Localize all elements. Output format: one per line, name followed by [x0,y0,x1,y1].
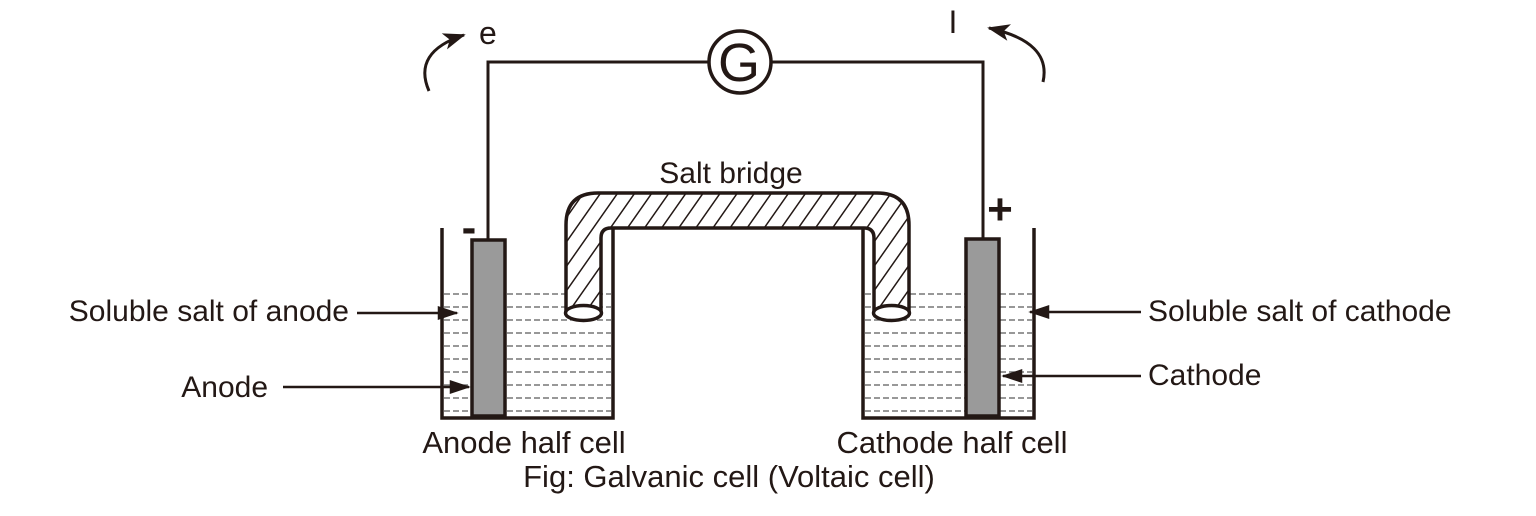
anode-label: Anode [181,371,268,404]
current-flow-arrow-icon [987,24,1046,83]
cathode-electrode [964,237,1001,418]
cathode-beaker [861,228,1036,420]
salt-bridge: Salt bridge [563,157,912,323]
cathode-liquid-lines [865,293,1032,412]
salt-bridge-right-opening [871,303,912,323]
salt-bridge-left-opening [563,303,604,323]
figure-caption: Fig: Galvanic cell (Voltaic cell) [523,459,935,494]
wire-left [486,60,709,240]
current-flow-label: I [949,4,958,40]
anode-beaker [440,228,615,420]
soluble-salt-cathode-label: Soluble salt of cathode [1148,295,1452,328]
wire-right [771,60,985,239]
cathode-half-cell-label: Cathode half cell [837,425,1068,460]
galvanometer-icon [707,29,773,95]
anode-half-cell-label: Anode half cell [422,425,625,460]
external-circuit: G e I [423,4,1046,240]
anode-electrode [470,238,507,418]
soluble-salt-anode-label: Soluble salt of anode [69,295,349,328]
anode-liquid-lines [444,293,611,412]
cathode-label: Cathode [1148,359,1261,392]
cathode-plus-sign: + [987,185,1013,234]
salt-bridge-hatching [564,191,911,315]
galvanometer-label: G [718,33,760,93]
electron-flow-arrow-icon [423,33,466,92]
cathode-half-cell [861,228,1036,420]
anode-minus-sign: - [462,203,477,252]
salt-bridge-label: Salt bridge [659,157,802,190]
annotations: Soluble salt of anode Anode Soluble salt… [69,295,1452,494]
electron-flow-label: e [479,15,497,51]
anode-half-cell [440,228,615,420]
